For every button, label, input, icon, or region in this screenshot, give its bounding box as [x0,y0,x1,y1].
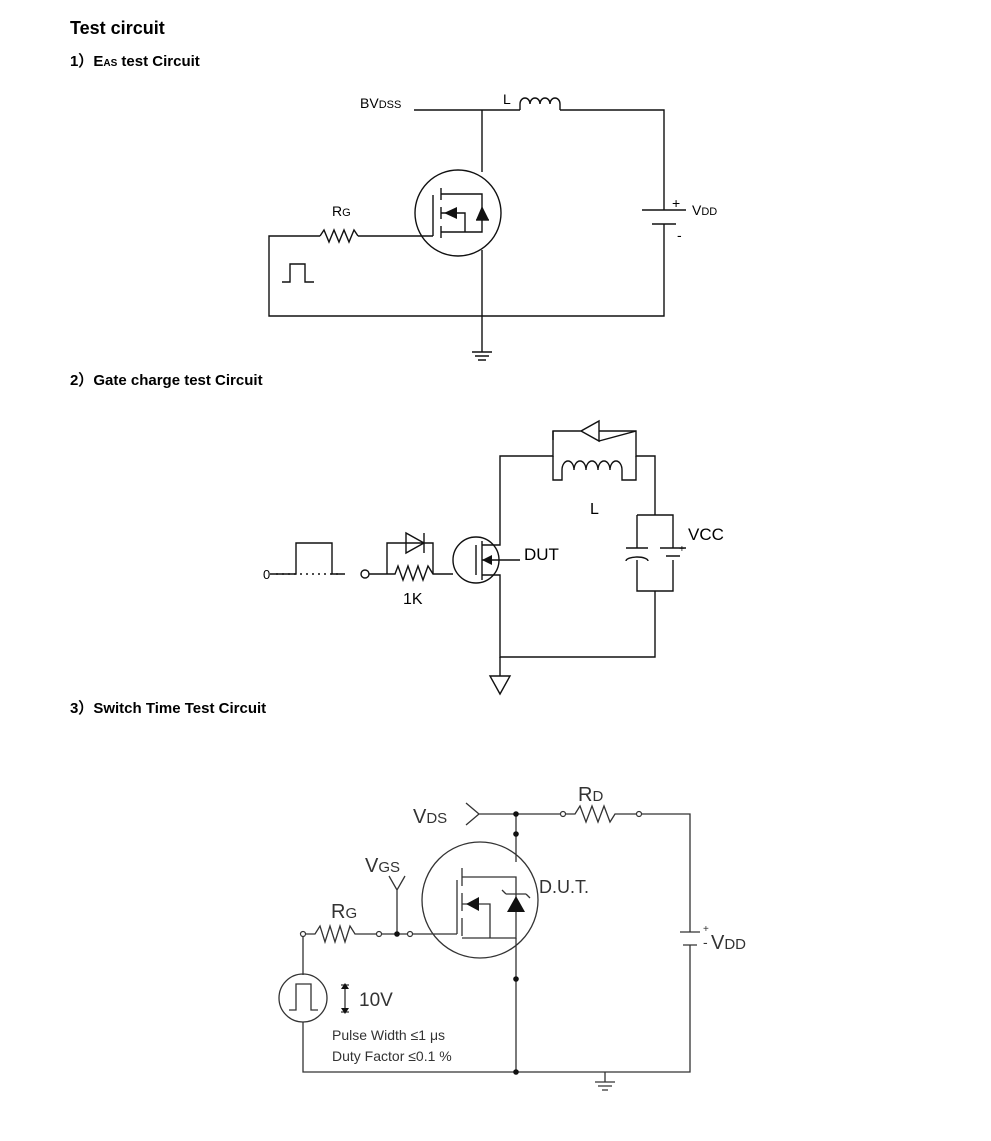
resistor-1k-label: 1K [403,591,423,608]
ground-symbol [472,351,492,361]
bvdss-label: BVDSS [360,95,401,111]
gate-resistor-rg [302,923,457,975]
gate-charge-test-circuit: 0 1K DUT L VCC + [263,419,724,696]
input-terminal [360,569,370,579]
zero-label: 0 [263,567,270,582]
rg-label: RG [331,901,357,923]
dut-label: D.U.T. [539,877,589,897]
vdd-minus-label: - [677,227,682,243]
vcc-capacitor [625,547,649,562]
vcc-battery [660,547,686,557]
pulse-waveform-symbol [289,983,318,1011]
rg-label: RG [332,203,351,219]
eas-test-circuit: BVDSS L RG + VDD - [268,91,717,361]
freewheel-diode-path [499,419,637,540]
vdd-label: VDD [692,202,717,218]
inductor-label: L [590,501,599,518]
inductor-l [552,456,637,481]
vdd-minus-label: - [703,934,708,950]
mosfet-circle [414,169,502,257]
section-heading-eas: 1）EAS test Circuit [70,53,200,70]
page-title: Test circuit [70,18,165,38]
vgs-probe [388,875,406,934]
vds-label: VDS [413,806,447,828]
pulse-source-symbol [282,263,314,283]
gate-pulse-waveform [270,542,345,575]
dut-label: DUT [524,545,559,564]
vcc-plus-label: + [679,544,685,555]
section-heading-switch-time: 3）Switch Time Test Circuit [70,700,267,717]
vdd-plus-label: + [703,924,709,935]
duty-factor-label: Duty Factor ≤0.1 % [332,1048,452,1064]
ground-symbol [595,1072,615,1091]
ground-triangle-symbol [488,675,512,696]
vgs-label: VGS [365,855,400,877]
switch-time-test-circuit: VDS RD VGS RG D.U.T. + - VDD 10V Pulse W… [278,784,746,1091]
vdd-plus-label: + [672,195,680,211]
drain-resistor-rd [563,804,691,932]
pulse-width-label: Pulse Width ≤1 μs [332,1027,445,1043]
section-heading-gate-charge: 2）Gate charge test Circuit [70,372,263,389]
gate-resistor-1k [365,563,453,583]
vcc-label: VCC [688,525,724,544]
vdd-label: VDD [711,932,746,954]
dut-mosfet-circle [421,841,539,959]
bottom-return-wire [302,945,691,1073]
amplitude-label: 10V [359,990,393,1011]
inductor-l [519,97,561,110]
bottom-loop-wire [268,224,665,317]
inductor-label: L [503,91,511,107]
rd-label: RD [578,784,603,806]
gate-diode [405,531,426,555]
pulse-generator-circle [278,973,328,1023]
amplitude-marker [341,984,349,1013]
vdd-battery [680,931,700,946]
vdd-battery [642,209,686,225]
gate-resistor-rg [319,228,359,244]
